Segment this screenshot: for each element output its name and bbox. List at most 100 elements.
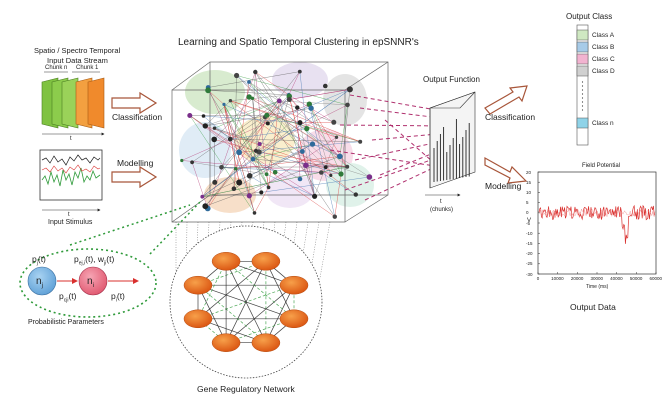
neuron bbox=[309, 141, 316, 147]
network-connection bbox=[255, 71, 280, 102]
class-ellipsis-dot bbox=[581, 93, 584, 95]
neuron bbox=[219, 165, 224, 170]
output-function-t: t bbox=[440, 199, 442, 205]
chunk-shape bbox=[61, 77, 79, 129]
zoom-links bbox=[69, 201, 201, 255]
gene-node bbox=[211, 252, 241, 271]
network-connection bbox=[309, 104, 336, 217]
node-i-label: ni bbox=[87, 276, 94, 289]
diagram-title: Learning and Spatio Temporal Clustering … bbox=[178, 37, 419, 48]
network-connection bbox=[202, 71, 300, 197]
neuron bbox=[276, 98, 282, 104]
fp-ylabel: V bbox=[527, 218, 532, 224]
fp-xtick-label: 30000 bbox=[590, 276, 604, 281]
gene-node bbox=[183, 275, 213, 295]
network-connection bbox=[230, 138, 361, 142]
class-ellipsis-dot bbox=[581, 105, 584, 107]
fp-ytick-label: -30 bbox=[526, 271, 533, 277]
fp-xtick-label: 10000 bbox=[551, 276, 564, 281]
network-connection bbox=[207, 87, 231, 140]
neuron bbox=[227, 136, 233, 142]
neuron bbox=[202, 123, 208, 129]
network-connection bbox=[255, 71, 289, 96]
output-data-caption: Output Data bbox=[570, 302, 616, 312]
network-connection bbox=[252, 98, 361, 142]
class-label: Class D bbox=[592, 68, 615, 75]
stimulus-trace-black bbox=[41, 154, 101, 166]
neuron bbox=[312, 193, 318, 199]
network-connection bbox=[288, 71, 301, 96]
gene-regulatory-network bbox=[169, 221, 331, 379]
input-chunks bbox=[41, 71, 105, 136]
epsnnr-cube bbox=[171, 61, 389, 223]
network-connection bbox=[236, 75, 342, 175]
fp-xtick-label: 40000 bbox=[610, 276, 623, 281]
stimulus-trace-red bbox=[41, 164, 101, 174]
readout-connection bbox=[379, 146, 449, 176]
network-connection bbox=[252, 98, 262, 193]
network-connection bbox=[279, 100, 315, 197]
network-connection bbox=[208, 71, 300, 88]
fp-ytick-label: -20 bbox=[526, 251, 533, 257]
neuron bbox=[250, 96, 255, 101]
class-cell bbox=[576, 53, 589, 65]
neuron bbox=[303, 162, 309, 169]
readout-connection bbox=[349, 94, 449, 115]
neuron bbox=[265, 121, 270, 126]
input-time-label: t bbox=[70, 136, 72, 142]
network-connection bbox=[238, 100, 280, 153]
input-stimulus-label: Input Stimulus bbox=[48, 219, 93, 226]
chunk-1-label: Chunk 1 bbox=[76, 65, 99, 71]
pcji-label: pcji(t) bbox=[59, 291, 77, 304]
network-connection bbox=[233, 143, 313, 189]
neuron bbox=[286, 97, 292, 102]
grn-genes bbox=[183, 252, 309, 352]
grn-edge bbox=[225, 284, 295, 344]
neuron-i bbox=[78, 266, 108, 296]
output-class-stack bbox=[576, 24, 589, 146]
neuron bbox=[180, 158, 184, 163]
network-connection bbox=[205, 125, 315, 197]
network-connection bbox=[299, 122, 315, 197]
neuron bbox=[234, 72, 240, 79]
network-connection bbox=[205, 156, 340, 207]
network-connection bbox=[230, 100, 337, 138]
input-stimulus-chart bbox=[39, 149, 103, 212]
fp-ytick-label: 20 bbox=[526, 169, 532, 175]
network-connection bbox=[255, 141, 361, 152]
network-connection bbox=[236, 75, 340, 157]
neuron bbox=[212, 126, 217, 130]
grn-edge bbox=[197, 284, 227, 343]
fp-ytick-label: 5 bbox=[526, 200, 529, 206]
classification-arrow-left bbox=[111, 91, 158, 115]
class-ellipsis-dot bbox=[581, 81, 584, 83]
neuron bbox=[297, 176, 303, 182]
neuron bbox=[353, 192, 358, 197]
network-connection bbox=[252, 158, 348, 168]
fp-xlabel: Time (ms) bbox=[586, 284, 609, 290]
neuron bbox=[201, 114, 206, 118]
neuron bbox=[236, 179, 243, 186]
network-connection bbox=[252, 158, 276, 173]
probabilistic-caption: Probabilistic Parameters bbox=[28, 319, 104, 326]
neuron bbox=[250, 156, 256, 162]
network-connection bbox=[321, 172, 356, 195]
neuron bbox=[300, 149, 305, 154]
pj-label: pj(t) bbox=[32, 254, 46, 267]
network-connection bbox=[299, 71, 315, 197]
chunk-1-shape bbox=[87, 77, 105, 129]
neuron bbox=[323, 83, 328, 89]
node-j-label: nj bbox=[36, 276, 43, 289]
network-connection bbox=[205, 100, 231, 127]
readout-connection bbox=[364, 160, 449, 201]
fp-plot-frame bbox=[537, 171, 657, 275]
neuron bbox=[259, 190, 264, 195]
neuron bbox=[345, 164, 350, 169]
output-function-bars bbox=[433, 119, 470, 182]
classification-label-left: Classification bbox=[112, 112, 163, 122]
grn-edge bbox=[265, 261, 295, 320]
probabilistic-parameters bbox=[19, 248, 157, 318]
neuron bbox=[332, 214, 337, 219]
